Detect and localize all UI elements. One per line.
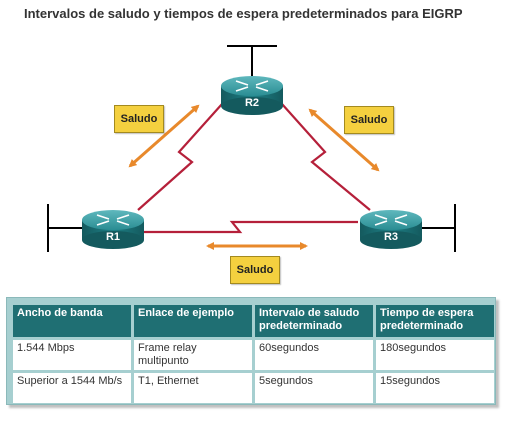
serial-link-icon — [144, 220, 358, 234]
table-header-row: Ancho de banda Enlace de ejemplo Interva… — [13, 305, 494, 337]
table-cell: 60segundos — [255, 340, 373, 370]
table-cell: 5segundos — [255, 373, 373, 403]
lan-segment-r3 — [420, 204, 456, 252]
hello-badge: Saludo — [230, 256, 280, 284]
lan-segment-r2 — [227, 45, 277, 78]
table-row: Superior a 1544 Mb/s T1, Ethernet 5segun… — [13, 373, 494, 403]
router-icon — [82, 210, 144, 249]
table-cell: Frame relay multipunto — [134, 340, 252, 370]
double-arrow-icon — [128, 104, 200, 168]
column-header: Ancho de banda — [13, 305, 131, 337]
double-arrow-icon — [308, 108, 380, 172]
router-icon — [221, 76, 283, 115]
table-cell: 1.544 Mbps — [13, 340, 131, 370]
column-header: Enlace de ejemplo — [134, 305, 252, 337]
timers-table-frame: Ancho de banda Enlace de ejemplo Interva… — [6, 297, 496, 405]
lan-segment-r1 — [47, 204, 84, 252]
table-cell: 180segundos — [376, 340, 494, 370]
router-label-r3: R3 — [383, 231, 399, 243]
hello-badge: Saludo — [344, 106, 394, 134]
table-cell: Superior a 1544 Mb/s — [13, 373, 131, 403]
hello-badge: Saludo — [114, 105, 164, 133]
page-title: Intervalos de saludo y tiempos de espera… — [24, 6, 463, 21]
table-row: 1.544 Mbps Frame relay multipunto 60segu… — [13, 340, 494, 370]
table-cell: T1, Ethernet — [134, 373, 252, 403]
column-header: Intervalo de saludo predeterminado — [255, 305, 373, 337]
router-icon — [360, 210, 422, 249]
router-label-r1: R1 — [105, 231, 121, 243]
table-cell: 15segundos — [376, 373, 494, 403]
column-header: Tiempo de espera predeterminado — [376, 305, 494, 337]
network-diagram — [47, 45, 456, 252]
timers-table: Ancho de banda Enlace de ejemplo Interva… — [10, 302, 497, 406]
router-label-r2: R2 — [244, 97, 260, 109]
